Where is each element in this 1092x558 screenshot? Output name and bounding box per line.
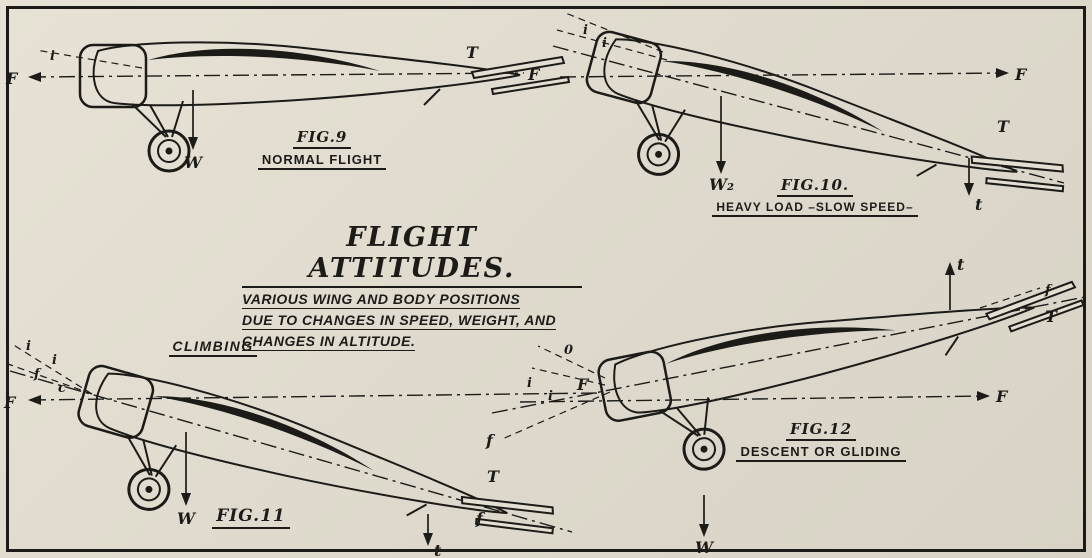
- fig12-caption: FIG.12 DESCENT OR GLIDING: [726, 420, 916, 462]
- fig12-drawing: t f T F 0 i i f W: [485, 255, 1092, 557]
- diagram-title: FLIGHT ATTITUDES.: [242, 222, 582, 288]
- fig9-name: NORMAL FLIGHT: [257, 152, 387, 170]
- fig10-label-W2: W₂: [709, 175, 734, 194]
- fig11-tail-arrowhead: [423, 533, 433, 546]
- airplane-fig10: [565, 24, 1075, 279]
- fig12-glide-line-lower: [499, 391, 611, 441]
- fig11-heading: CLIMBING: [148, 338, 278, 357]
- fig12-glide-line-upper: [979, 287, 1041, 309]
- fig11-chord-line-2: [7, 363, 93, 395]
- fig9-flight-line: [29, 72, 525, 78]
- fig12-name: DESCENT OR GLIDING: [736, 444, 906, 462]
- fig9-label-F-right: F: [527, 65, 541, 84]
- fig12-label-f-lower: f: [485, 431, 496, 450]
- fig9-number: FIG.9: [292, 128, 352, 149]
- fig11-drawing: F F i i f c W T t f: [3, 339, 599, 558]
- fig12-label-W: W: [695, 538, 715, 557]
- fig12-label-i2: i: [548, 389, 553, 404]
- fig11-number: FIG.11: [212, 506, 290, 529]
- fig11-label-t: t: [434, 541, 442, 558]
- fig12-number: FIG.12: [785, 420, 857, 441]
- fig9-weight-arrowhead: [188, 137, 198, 150]
- fig11-heading-text: CLIMBING: [169, 338, 257, 357]
- fig12-weight-arrowhead: [699, 524, 709, 537]
- fig9-label-W: W: [184, 153, 204, 172]
- fig10-flight-line: [559, 72, 1008, 78]
- subtitle-line-2: DUE TO CHANGES IN SPEED, WEIGHT, AND: [242, 312, 557, 330]
- fig10-label-i2: i: [602, 36, 607, 51]
- fig10-right-arrowhead: [996, 68, 1009, 78]
- fig11-label-i1: i: [26, 339, 31, 354]
- fig10-label-t: t: [975, 195, 983, 214]
- fig12-label-zero: 0: [564, 343, 573, 358]
- fig12-label-T: T: [1045, 307, 1058, 326]
- fig11-label-F-left: F: [3, 393, 17, 412]
- fig11-weight-arrowhead: [181, 493, 191, 506]
- fig12-label-t: t: [957, 255, 965, 274]
- fig10-label-F: F: [1014, 65, 1028, 84]
- fig12-right-arrowhead: [977, 391, 990, 401]
- fig10-drawing: i i F W₂ T t: [552, 11, 1075, 279]
- subtitle-line-1: VARIOUS WING AND BODY POSITIONS: [242, 291, 521, 309]
- fig12-tail-arrowhead: [945, 262, 955, 275]
- title-block: FLIGHT ATTITUDES. VARIOUS WING AND BODY …: [242, 222, 582, 351]
- fig11-label-W: W: [177, 509, 197, 528]
- fig10-label-T: T: [997, 117, 1010, 136]
- fig11-label-c: c: [58, 381, 66, 396]
- fig11-label-F-mid: F: [576, 375, 590, 394]
- fig9-label-F-left: F: [5, 69, 19, 88]
- fig10-number: FIG.10.: [776, 176, 854, 197]
- fig12-thrust-axis: [491, 296, 1086, 414]
- diagram-title-text: FLIGHT ATTITUDES.: [242, 222, 582, 288]
- fig11-label-f-tail: f: [475, 509, 486, 528]
- fig9-left-arrowhead: [28, 72, 41, 82]
- fig11-label-i2: i: [52, 353, 57, 368]
- fig12-label-F: F: [995, 387, 1009, 406]
- fig11-left-arrowhead: [28, 395, 41, 405]
- fig9-label-i: i: [50, 49, 55, 64]
- fig12-flight-line: [519, 395, 989, 403]
- fig9-label-T: T: [466, 43, 479, 62]
- fig11-flight-line: [29, 392, 599, 401]
- fig10-name: HEAVY LOAD –SLOW SPEED–: [712, 200, 918, 217]
- fig10-tail-arrowhead: [964, 183, 974, 196]
- subtitle-line-3: CHANGES IN ALTITUDE.: [242, 333, 416, 351]
- fig11-chord-line-1: [11, 343, 93, 395]
- fig10-weight-arrowhead: [716, 161, 726, 174]
- fig12-label-i1: i: [527, 376, 532, 391]
- fig9-chord-line: [35, 49, 143, 69]
- fig11-caption: FIG.11: [196, 506, 306, 529]
- fig9-caption: FIG.9 NORMAL FLIGHT: [232, 128, 412, 170]
- fig11-label-f: f: [33, 367, 42, 382]
- fig9-drawing: F i T F W: [5, 40, 571, 173]
- fig12-chord-line-1: [537, 345, 606, 379]
- fig10-caption: FIG.10. HEAVY LOAD –SLOW SPEED–: [700, 176, 930, 217]
- fig11-label-T: T: [487, 467, 500, 486]
- fig12-chord-line-2: [531, 367, 606, 386]
- fig12-label-f-upper: f: [1044, 283, 1053, 298]
- fig10-label-i1: i: [583, 23, 588, 38]
